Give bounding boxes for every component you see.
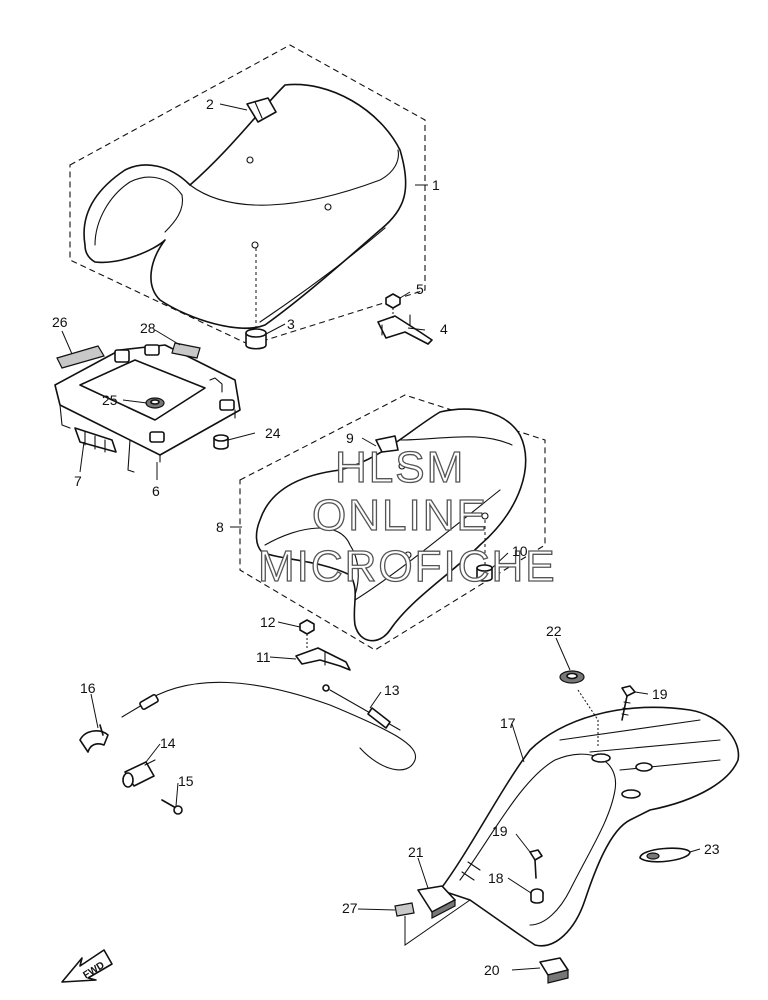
rail-damper[interactable] — [639, 847, 691, 863]
passenger-lock-bracket[interactable] — [295, 647, 351, 671]
callout-8[interactable]: 8 — [216, 519, 224, 535]
callout-12[interactable]: 12 — [260, 614, 276, 630]
callout-23[interactable]: 23 — [704, 841, 720, 857]
screw-15[interactable] — [161, 799, 183, 815]
seat-mount-hole — [246, 156, 254, 164]
callout-13[interactable]: 13 — [384, 682, 400, 698]
callout-18[interactable]: 18 — [488, 870, 504, 886]
callout-10[interactable]: 10 — [512, 543, 528, 559]
forward-direction-arrow: FWD — [61, 949, 113, 983]
clip-20[interactable] — [539, 957, 569, 984]
seat-tape-26[interactable] — [56, 345, 105, 369]
callout-14[interactable]: 14 — [160, 735, 176, 751]
seat-label-tag[interactable] — [246, 97, 277, 123]
seat-mount-hole — [251, 241, 259, 249]
watermark-line-3: MICROFICHE — [258, 542, 557, 591]
group-box-passenger-seat — [239, 394, 546, 651]
bolt-19-upper[interactable] — [621, 685, 636, 721]
seat-damper[interactable] — [245, 248, 267, 350]
callout-28[interactable]: 28 — [140, 320, 156, 336]
rear-grab-rail[interactable] — [439, 706, 740, 947]
leader-lines — [61, 103, 701, 971]
collar-18[interactable] — [530, 888, 544, 904]
callout-3[interactable]: 3 — [287, 316, 295, 332]
frame-damper[interactable] — [213, 434, 229, 450]
callout-15[interactable]: 15 — [178, 773, 194, 789]
callout-17[interactable]: 17 — [500, 715, 516, 731]
seat-mount-hole — [324, 203, 332, 211]
flange-nut[interactable] — [385, 293, 401, 318]
seat-lock-bracket[interactable] — [377, 314, 433, 345]
grommet[interactable] — [145, 397, 165, 409]
passenger-seat[interactable] — [255, 408, 527, 642]
callout-labels: 1 2 3 4 5 6 7 8 9 10 11 12 13 16 14 15 1… — [52, 96, 720, 978]
seat-lock-lever[interactable] — [79, 724, 109, 753]
bolt-19-lower[interactable] — [529, 849, 543, 879]
callout-6[interactable]: 6 — [152, 483, 160, 499]
seat-lock-clip[interactable] — [74, 427, 117, 453]
callout-7[interactable]: 7 — [74, 473, 82, 489]
watermark-line-2: ONLINE — [312, 491, 488, 540]
seal-27[interactable] — [394, 902, 415, 917]
callout-24[interactable]: 24 — [265, 425, 281, 441]
callout-1[interactable]: 1 — [432, 177, 440, 193]
seat-tape-28[interactable] — [171, 342, 201, 359]
callout-22[interactable]: 22 — [546, 623, 562, 639]
seat-lock-cable[interactable] — [121, 681, 417, 771]
rail-pad-21[interactable] — [417, 885, 456, 919]
callout-5[interactable]: 5 — [416, 281, 424, 297]
callout-20[interactable]: 20 — [484, 962, 500, 978]
callout-16[interactable]: 16 — [80, 680, 96, 696]
callout-26[interactable]: 26 — [52, 314, 68, 330]
callout-9[interactable]: 9 — [346, 430, 354, 446]
passenger-flange-nut[interactable] — [299, 619, 315, 650]
watermark: HLSM ONLINE MICROFICHE — [257, 442, 557, 591]
callout-19-upper[interactable]: 19 — [652, 686, 668, 702]
callout-2[interactable]: 2 — [206, 96, 214, 112]
callout-27[interactable]: 27 — [342, 900, 358, 916]
group-box-rider-seat — [69, 44, 426, 346]
callout-25[interactable]: 25 — [102, 392, 118, 408]
passenger-seat-label[interactable] — [375, 435, 399, 453]
rail-grommet[interactable] — [559, 670, 585, 684]
watermark-line-1: HLSM — [335, 443, 465, 492]
seat-lock-cylinder[interactable] — [122, 759, 156, 788]
callout-19-lower[interactable]: 19 — [492, 823, 508, 839]
callout-21[interactable]: 21 — [408, 844, 424, 860]
rider-seat[interactable] — [83, 83, 407, 329]
callout-11[interactable]: 11 — [256, 649, 271, 665]
callout-4[interactable]: 4 — [440, 321, 448, 337]
